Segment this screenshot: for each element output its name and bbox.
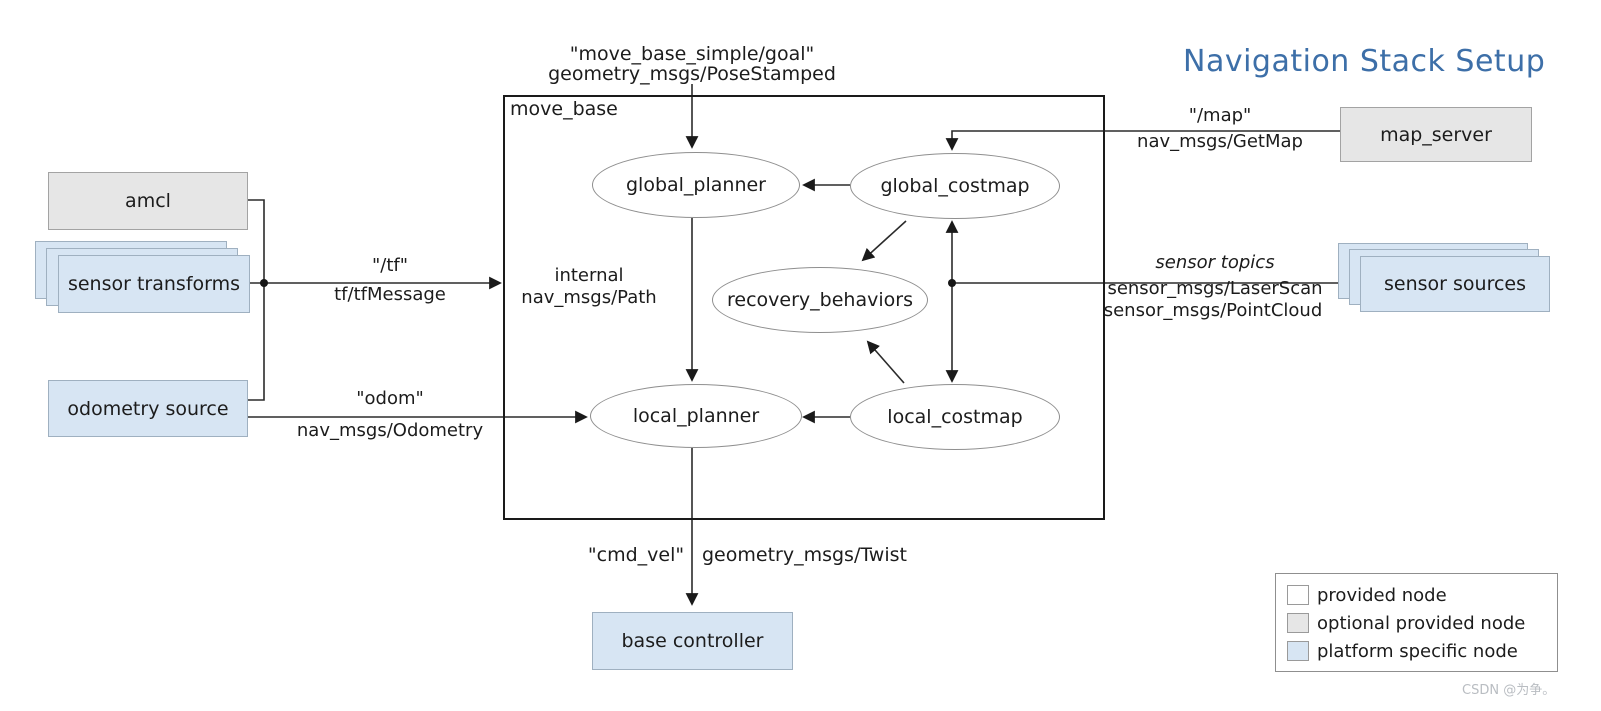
label-goal-type: geometry_msgs/PoseStamped: [548, 63, 836, 85]
node-map-server: map_server: [1340, 107, 1532, 162]
node-base-controller: base controller: [592, 612, 793, 670]
edge-amcl-odometry-connector: [248, 199, 265, 401]
label-map-type: nav_msgs/GetMap: [1137, 131, 1303, 152]
label-sensor-topics: sensor topics: [1155, 252, 1275, 273]
label-odom-topic: "odom": [356, 388, 424, 409]
legend-item-provided: provided node: [1287, 584, 1447, 606]
node-sensor-sources: sensor sources: [1360, 256, 1550, 312]
legend: provided node optional provided node pla…: [1275, 573, 1558, 672]
move-base-label: move_base: [510, 98, 618, 120]
legend-label-optional: optional provided node: [1317, 612, 1526, 634]
label-tf-type: tf/tfMessage: [334, 284, 446, 305]
label-internal: internal: [554, 265, 624, 286]
diagram-title: Navigation Stack Setup: [1183, 44, 1546, 79]
legend-item-optional: optional provided node: [1287, 612, 1525, 634]
legend-item-platform: platform specific node: [1287, 640, 1518, 662]
label-map-topic: "/map": [1188, 105, 1252, 126]
node-recovery-behaviors: recovery_behaviors: [712, 267, 928, 333]
tf-junction-dot: [260, 279, 268, 287]
node-local-costmap: local_costmap: [850, 384, 1060, 450]
label-tf-topic: "/tf": [371, 255, 409, 276]
label-sensor-type-laserscan: sensor_msgs/LaserScan: [1107, 278, 1323, 299]
label-cmdvel-topic: "cmd_vel": [587, 544, 685, 566]
label-goal-topic: "move_base_simple/goal": [569, 43, 815, 65]
label-internal-type: nav_msgs/Path: [521, 287, 657, 308]
node-amcl: amcl: [48, 172, 248, 230]
label-odom-type: nav_msgs/Odometry: [296, 420, 484, 441]
node-local-planner: local_planner: [590, 384, 802, 448]
move-base-container: [503, 95, 1105, 520]
legend-swatch-provided: [1287, 585, 1309, 605]
node-odometry-source: odometry source: [48, 380, 248, 437]
legend-swatch-platform: [1287, 641, 1309, 661]
node-global-planner: global_planner: [592, 152, 800, 218]
legend-label-platform: platform specific node: [1317, 640, 1518, 662]
watermark: CSDN @为争。: [1462, 683, 1556, 698]
node-global-costmap: global_costmap: [850, 153, 1060, 219]
edge-global-costmap-to-recovery: [861, 220, 907, 262]
edge-map-to-global-costmap: [945, 130, 1340, 151]
sensor-junction-dot: [948, 279, 956, 287]
edge-local-costmap-to-recovery: [866, 340, 905, 384]
legend-swatch-optional: [1287, 613, 1309, 633]
node-sensor-transforms: sensor transforms: [58, 255, 250, 313]
label-cmdvel-type: geometry_msgs/Twist: [702, 544, 907, 566]
label-sensor-type-pointcloud: sensor_msgs/PointCloud: [1103, 300, 1323, 321]
legend-label-provided: provided node: [1317, 584, 1447, 606]
